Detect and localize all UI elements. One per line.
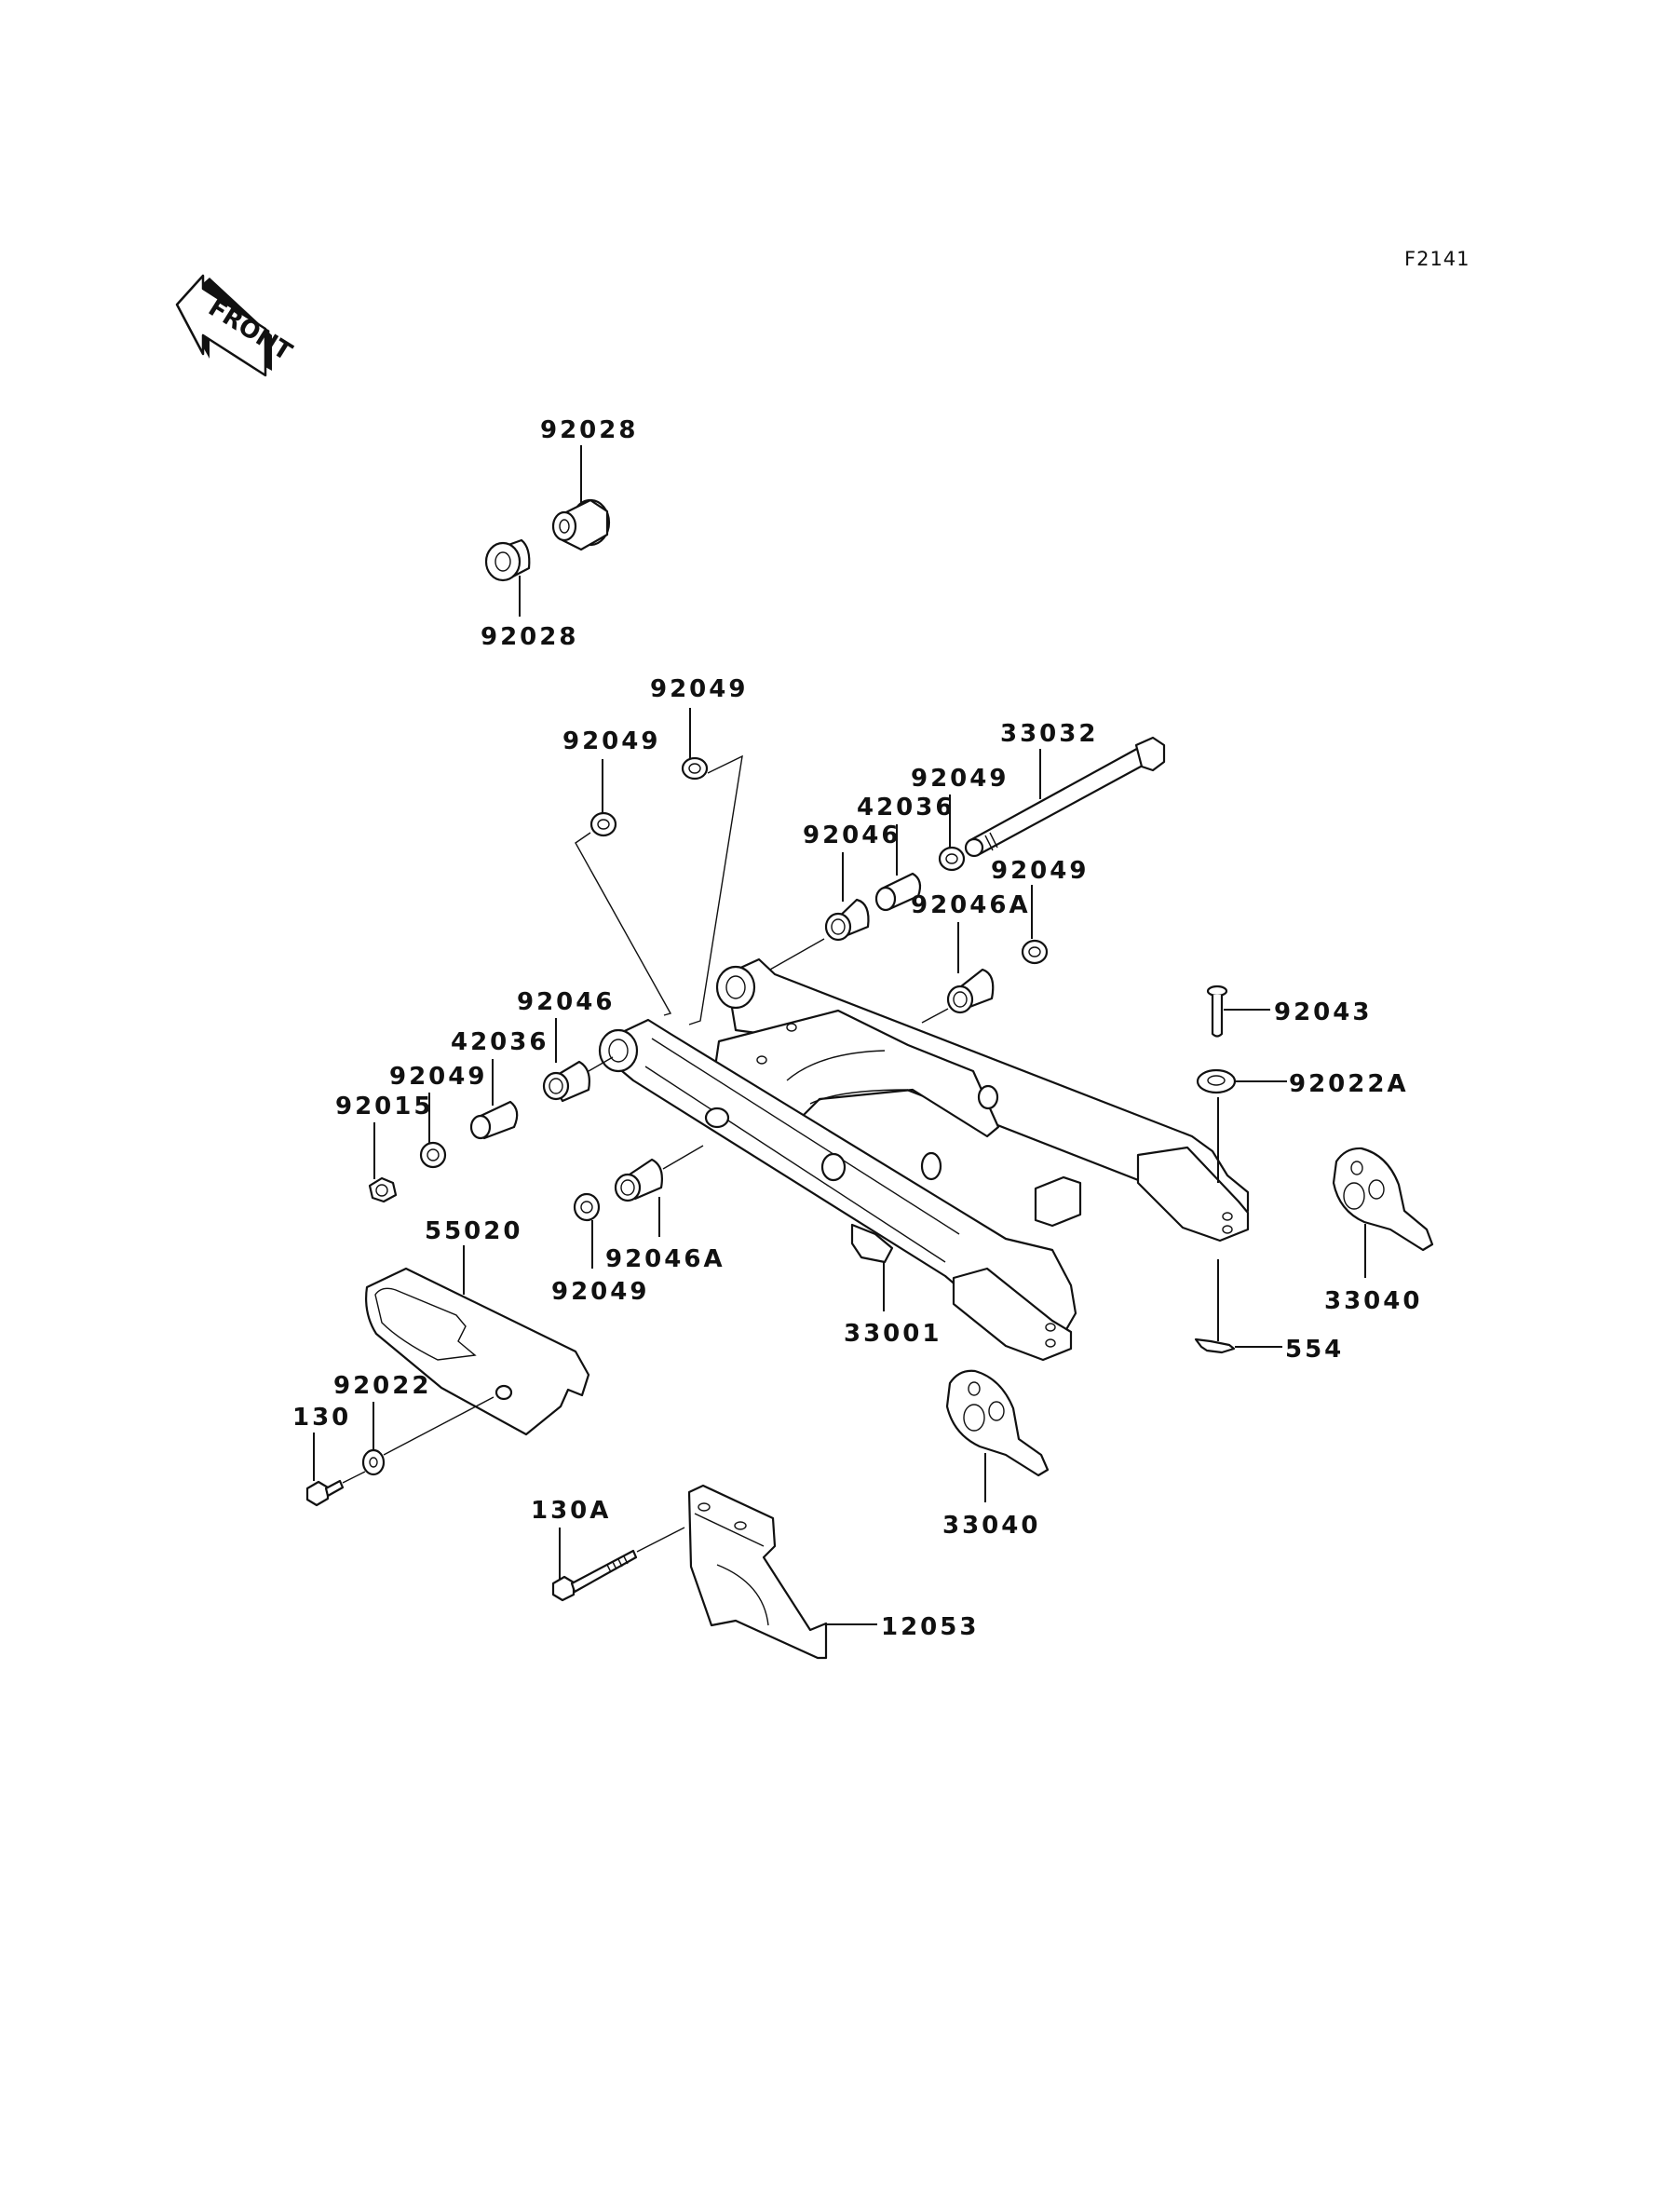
pin-part[interactable] (1206, 985, 1228, 1038)
seal-part[interactable] (938, 846, 966, 872)
seal-part[interactable] (589, 811, 617, 837)
nut-part[interactable] (368, 1176, 398, 1203)
figure-code: F2141 (1404, 248, 1470, 270)
collar-part[interactable] (469, 1100, 519, 1140)
callout-92049-upper-left: 92049 (562, 727, 660, 755)
bearing-part[interactable] (946, 968, 995, 1014)
callout-92022A: 92022A (1289, 1070, 1409, 1098)
pivot-shaft-part[interactable] (964, 736, 1166, 858)
callout-130A: 130A (531, 1497, 611, 1525)
front-arrow-icon: FRONT (175, 274, 297, 377)
callout-92049-right-lower: 92049 (991, 857, 1089, 885)
chain-adjuster-part[interactable] (945, 1369, 1050, 1477)
swing-arm-part[interactable] (598, 957, 1250, 1362)
washer-part[interactable] (1196, 1068, 1237, 1094)
callout-92043: 92043 (1274, 998, 1372, 1026)
callout-92046-right: 92046 (803, 822, 901, 849)
washer-part[interactable] (361, 1448, 386, 1476)
callout-92028-top: 92028 (540, 416, 638, 444)
callout-55020: 55020 (425, 1217, 522, 1245)
callout-92028-bottom: 92028 (481, 623, 578, 651)
callout-92046A-left: 92046A (605, 1245, 725, 1273)
chain-guard-part[interactable] (687, 1484, 828, 1660)
callout-130: 130 (292, 1404, 351, 1432)
callout-92049-upper-mid: 92049 (650, 675, 748, 703)
callout-12053: 12053 (881, 1613, 979, 1641)
seal-part[interactable] (681, 756, 709, 781)
chain-slipper-part[interactable] (365, 1267, 590, 1436)
callout-33040-right: 33040 (1324, 1287, 1422, 1315)
bolt-part[interactable] (551, 1549, 638, 1602)
callout-92022: 92022 (333, 1372, 431, 1400)
callout-92049-right-top: 92049 (911, 765, 1009, 793)
chain-adjuster-part[interactable] (1332, 1147, 1434, 1252)
callout-92049-left-lower: 92049 (551, 1278, 649, 1306)
bearing-part[interactable] (824, 898, 870, 942)
collar-part[interactable] (874, 872, 922, 912)
bolt-part[interactable] (305, 1479, 345, 1507)
callout-33040-left: 33040 (942, 1512, 1040, 1540)
callout-554: 554 (1285, 1336, 1344, 1364)
bearing-part[interactable] (542, 1060, 590, 1103)
callout-92046A-right: 92046A (911, 891, 1031, 919)
callout-42036-right: 42036 (857, 794, 955, 822)
cotter-pin-part[interactable] (1194, 1338, 1236, 1354)
callout-42036-left: 42036 (451, 1028, 549, 1056)
bushing-part[interactable] (551, 498, 611, 551)
callout-92046-left: 92046 (517, 988, 615, 1016)
bushing-part[interactable] (484, 538, 531, 582)
callout-33032: 33032 (1000, 720, 1098, 748)
bearing-part[interactable] (614, 1158, 663, 1202)
seal-part[interactable] (419, 1141, 447, 1169)
seal-part[interactable] (573, 1192, 601, 1222)
seal-part[interactable] (1021, 939, 1049, 965)
callout-92049-left: 92049 (389, 1063, 487, 1091)
callout-92015: 92015 (335, 1093, 433, 1120)
callout-33001: 33001 (844, 1320, 942, 1348)
